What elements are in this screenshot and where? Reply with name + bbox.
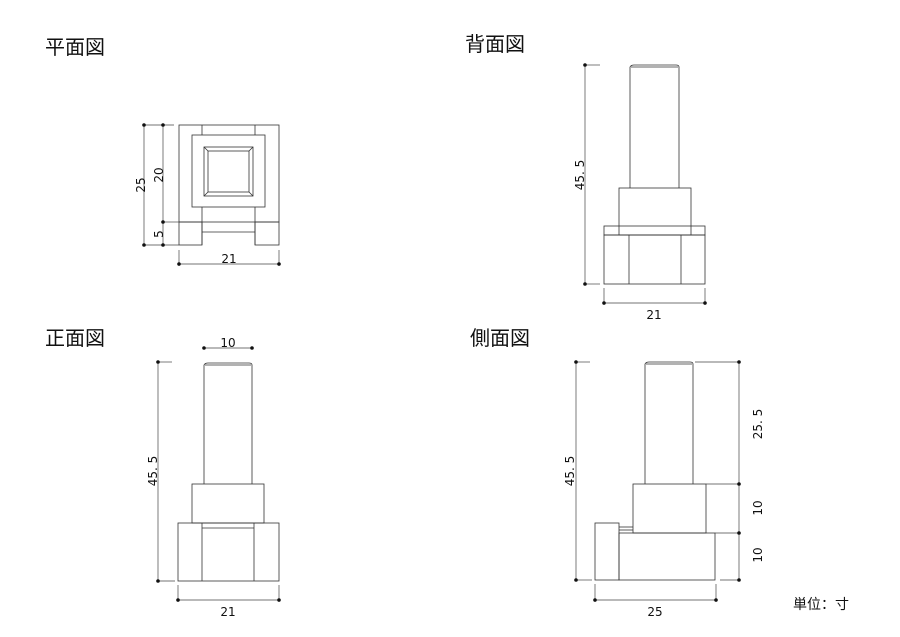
front-dim-shaft: 10 — [220, 336, 235, 350]
plan-dim-25: 25 — [134, 177, 148, 192]
back-dim-width: 21 — [646, 308, 661, 322]
side-dim-depth: 25 — [647, 605, 662, 619]
side-dim-middle: 10 — [751, 500, 765, 515]
title-front: 正面図 — [45, 326, 105, 350]
title-back: 背面図 — [465, 32, 525, 56]
title-side: 側面図 — [470, 326, 530, 350]
side-dim-height: 45. 5 — [563, 456, 577, 487]
front-dim-height: 45. 5 — [146, 456, 160, 487]
plan-dim-5: 5 — [152, 230, 166, 238]
front-dim-width: 21 — [220, 605, 235, 619]
plan-view: 25 20 5 21 — [134, 123, 281, 266]
back-dim-height: 45. 5 — [573, 160, 587, 191]
back-view: 45. 5 21 — [573, 63, 707, 322]
title-plan: 平面図 — [45, 35, 105, 59]
plan-dim-21: 21 — [221, 252, 236, 266]
side-view: 45. 5 25. 5 10 10 25 — [563, 360, 765, 619]
front-view: 45. 5 10 21 — [146, 336, 281, 619]
plan-dim-20: 20 — [152, 167, 166, 182]
unit-label: 単位：寸 — [793, 597, 849, 613]
side-dim-shaft: 25. 5 — [751, 409, 765, 440]
side-dim-base: 10 — [751, 547, 765, 562]
